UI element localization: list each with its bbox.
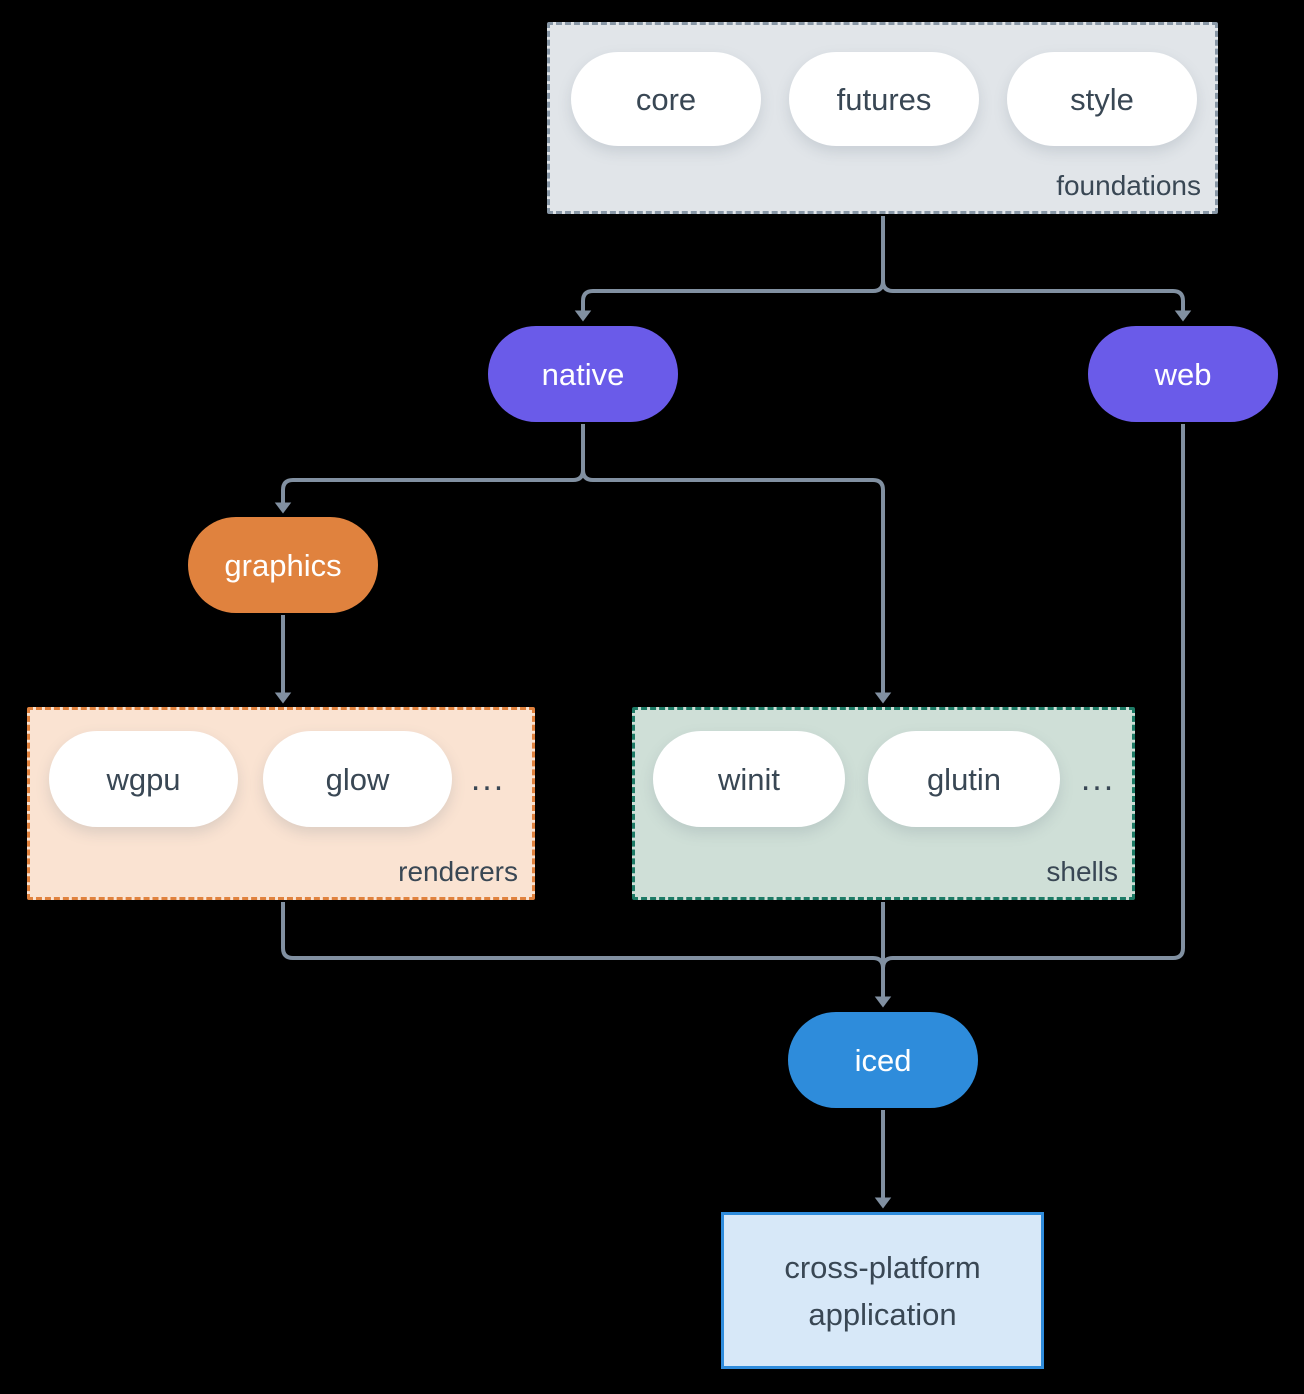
node-web-label: web bbox=[1154, 356, 1212, 392]
node-iced: iced bbox=[788, 1012, 978, 1108]
group-shells-label: shells bbox=[1046, 856, 1118, 887]
node-native: native bbox=[488, 326, 678, 422]
node-glutin-label: glutin bbox=[926, 761, 1002, 797]
shells-ellipsis: ... bbox=[1080, 759, 1116, 798]
node-core: core bbox=[571, 52, 761, 146]
edge-foundations-native bbox=[574, 216, 885, 322]
node-style-label: style bbox=[1070, 81, 1134, 117]
node-cross-platform-application: cross-platform application bbox=[721, 1212, 1044, 1369]
node-style: style bbox=[1007, 52, 1197, 146]
group-renderers-label: renderers bbox=[398, 856, 518, 887]
node-wgpu-label: wgpu bbox=[106, 761, 181, 797]
edge-foundations-web bbox=[881, 216, 1192, 322]
node-iced-label: iced bbox=[854, 1042, 912, 1078]
node-wgpu: wgpu bbox=[49, 731, 238, 827]
node-web: web bbox=[1088, 326, 1278, 422]
application-label-line2: application bbox=[808, 1296, 957, 1332]
node-futures-label: futures bbox=[836, 81, 932, 117]
edge-native-graphics bbox=[274, 424, 585, 514]
node-graphics-label: graphics bbox=[224, 547, 342, 583]
node-glow-label: glow bbox=[325, 761, 390, 797]
node-futures: futures bbox=[789, 52, 979, 146]
node-winit-label: winit bbox=[717, 761, 780, 797]
edge-native-shells bbox=[581, 424, 892, 704]
application-label-line1: cross-platform bbox=[784, 1249, 981, 1285]
group-foundations-label: foundations bbox=[1056, 170, 1201, 201]
node-glutin: glutin bbox=[868, 731, 1060, 827]
edge-renderers-merge bbox=[281, 902, 885, 978]
node-native-label: native bbox=[541, 356, 625, 392]
node-core-label: core bbox=[635, 81, 697, 117]
node-glow: glow bbox=[263, 731, 452, 827]
node-winit: winit bbox=[653, 731, 845, 827]
renderers-ellipsis: ... bbox=[470, 759, 506, 798]
node-graphics: graphics bbox=[188, 517, 378, 613]
